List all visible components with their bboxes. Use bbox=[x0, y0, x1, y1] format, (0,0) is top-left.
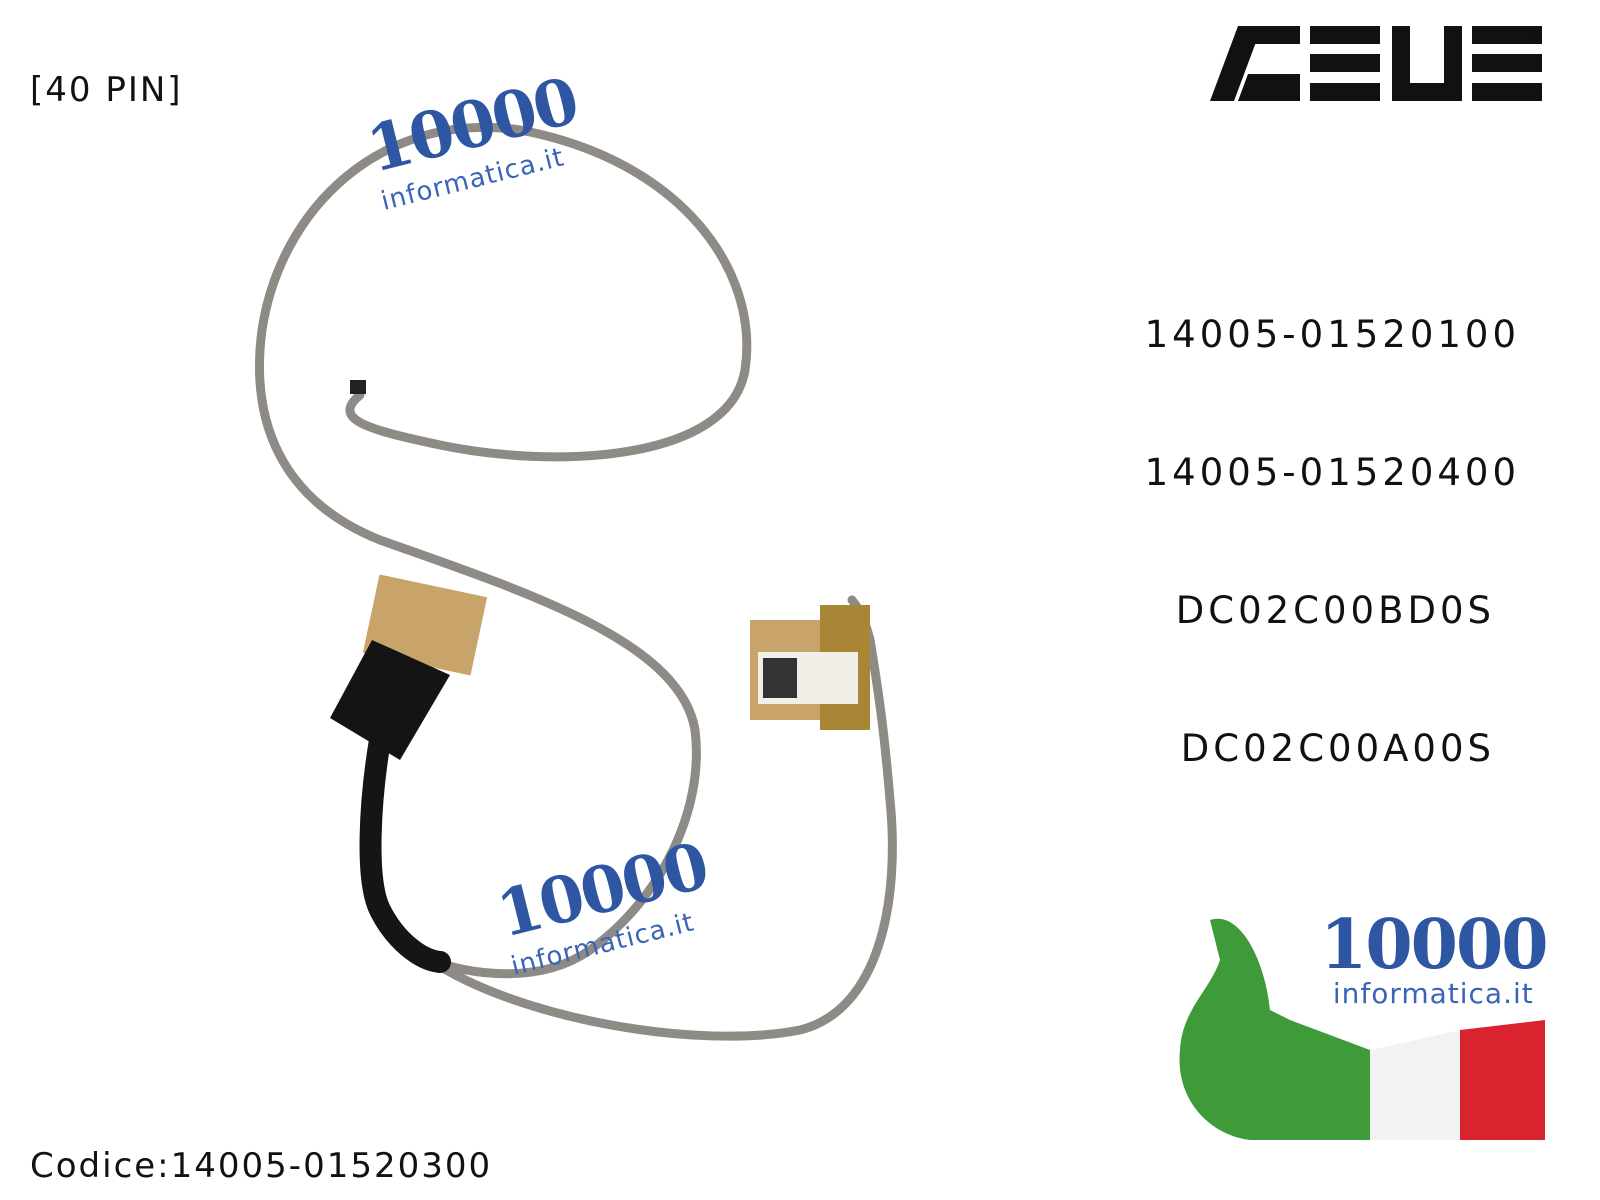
italian-flag-thumb-icon bbox=[1179, 918, 1545, 1140]
cable-black-section bbox=[359, 729, 451, 973]
shop-logo-site: informatica.it bbox=[1332, 977, 1534, 1010]
left-connector-body bbox=[330, 640, 450, 760]
pin-count-label: [40 PIN] bbox=[30, 70, 183, 110]
part-number: 14005-01520400 bbox=[1144, 451, 1520, 494]
part-number: DC02C00BD0S bbox=[1175, 589, 1495, 632]
cable-wire-right bbox=[425, 595, 897, 1041]
shop-logo: 10000 informatica.it bbox=[1320, 905, 1549, 1010]
part-number: DC02C00A00S bbox=[1180, 727, 1495, 770]
shop-logo-number: 10000 bbox=[1320, 905, 1549, 985]
qr-code bbox=[763, 658, 797, 698]
compatible-part-numbers: 14005-01520100 14005-01520400 DC02C00BD0… bbox=[1100, 315, 1520, 867]
asus-logo: ® bbox=[1210, 26, 1542, 101]
registered-mark: ® bbox=[1528, 29, 1540, 43]
cable-wire bbox=[255, 122, 752, 979]
lvds-cable-image bbox=[255, 122, 897, 1041]
small-connector bbox=[350, 380, 366, 394]
part-number: 14005-01520100 bbox=[1144, 313, 1520, 356]
product-code: Codice:14005-01520300 bbox=[30, 1146, 493, 1186]
